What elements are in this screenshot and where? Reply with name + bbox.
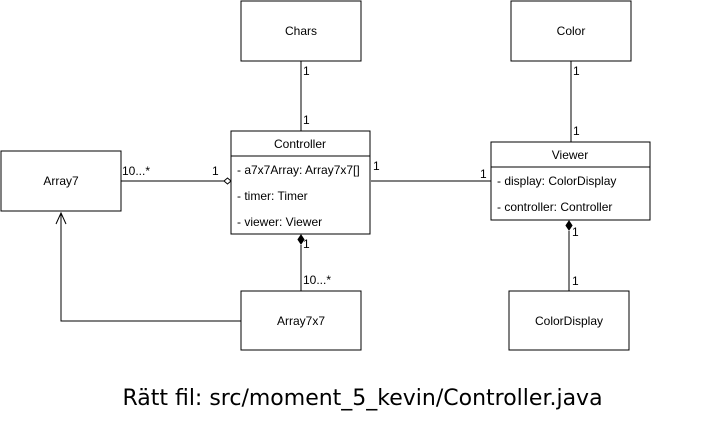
class-color[interactable]: [510, 0, 632, 62]
multiplicity-label: 10...*: [122, 164, 150, 178]
controller-attribute: - timer: Timer: [237, 189, 308, 203]
class-controller-name: Controller: [274, 137, 326, 151]
class-array7x7-name: Array7x7: [277, 314, 325, 328]
multiplicity-label: 1: [303, 113, 310, 127]
class-chars-name: Chars: [285, 24, 317, 38]
controller-attribute: - a7x7Array: Array7x7[]: [237, 163, 360, 177]
class-colordisplay[interactable]: [508, 290, 630, 351]
class-controller[interactable]: [230, 130, 371, 235]
file-path-caption: Rätt fil: src/moment_5_kevin/Controller.…: [122, 386, 603, 411]
aggregation-diamond-icon: [223, 177, 232, 185]
multiplicity-label: 1: [573, 64, 580, 78]
multiplicity-label: 1: [572, 225, 579, 239]
multiplicity-label: 1: [212, 164, 219, 178]
class-colordisplay-name: ColorDisplay: [535, 314, 603, 328]
class-viewer-name: Viewer: [552, 148, 588, 162]
line-array7x7-array7: [60, 214, 241, 322]
composition-diamond-controller-icon: [297, 234, 305, 245]
composition-diamond-viewer-icon: [565, 220, 573, 231]
multiplicity-label: 1: [303, 237, 310, 251]
multiplicity-label: 1: [303, 64, 310, 78]
open-arrowhead-icon: [55, 211, 67, 225]
class-array7[interactable]: [0, 150, 122, 212]
viewer-attribute: - controller: Controller: [497, 200, 612, 214]
multiplicity-label: 1: [573, 124, 580, 138]
multiplicity-label: 1: [572, 274, 579, 288]
multiplicity-label: 1: [480, 167, 487, 181]
class-viewer[interactable]: [490, 141, 651, 221]
class-array7x7[interactable]: [240, 290, 362, 351]
class-array7-name: Array7: [43, 174, 79, 188]
uml-class-diagram: Chars Color Controller - a7x7Array: Arra…: [0, 0, 651, 351]
class-color-name: Color: [557, 24, 586, 38]
multiplicity-label: 10...*: [303, 273, 331, 287]
class-chars[interactable]: [240, 0, 362, 62]
controller-attribute: - viewer: Viewer: [237, 215, 322, 229]
viewer-attribute: - display: ColorDisplay: [497, 174, 616, 188]
multiplicity-label: 1: [373, 159, 380, 173]
